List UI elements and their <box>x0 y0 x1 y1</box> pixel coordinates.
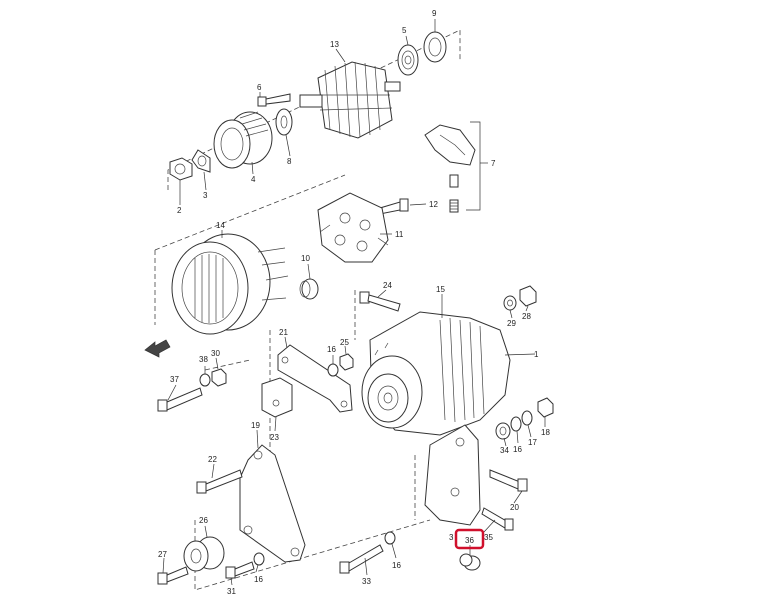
label-36: 36 <box>465 536 474 545</box>
part-7-regulator <box>424 124 476 213</box>
part-2-nut <box>169 157 193 181</box>
callout-labels: 1 2 3 4 5 6 7 8 9 10 11 12 13 14 15 16 1… <box>158 9 550 596</box>
front-direction-arrow-icon <box>144 339 171 358</box>
part-16-washer-b <box>510 416 522 432</box>
part-11-rectifier <box>317 192 389 263</box>
part-18-nut <box>537 397 554 418</box>
label-34: 34 <box>500 446 509 455</box>
part-17-washer <box>521 410 533 426</box>
part-10-bush <box>299 278 319 300</box>
part-21-bracket <box>277 344 353 413</box>
part-22-bolt <box>196 469 243 494</box>
part-16-washer-d <box>384 531 396 545</box>
part-9-seal <box>423 31 447 63</box>
label-14: 14 <box>216 221 225 230</box>
part-6-screw <box>257 93 291 107</box>
part-30-nut <box>211 368 227 387</box>
part-12-screw <box>379 198 409 215</box>
part-29-washer <box>503 295 517 311</box>
callout-bracket-7 <box>466 121 488 211</box>
label-29: 29 <box>507 319 516 328</box>
label-37: 37 <box>170 375 179 384</box>
label-2: 2 <box>177 206 182 215</box>
part-16-washer-c <box>253 552 265 566</box>
label-10: 10 <box>301 254 310 263</box>
label-28: 28 <box>522 312 531 321</box>
label-21: 21 <box>279 328 288 337</box>
part-27-bolt <box>157 566 189 585</box>
label-16-d: 16 <box>392 561 401 570</box>
label-17: 17 <box>528 438 537 447</box>
label-38: 38 <box>199 355 208 364</box>
part-34-spacer <box>495 422 511 440</box>
label-3-lower: 3 <box>449 533 454 542</box>
label-16-c: 16 <box>254 575 263 584</box>
part-5-bearing <box>397 44 419 76</box>
label-31: 31 <box>227 587 236 596</box>
part-31-bolt <box>225 561 255 579</box>
label-30: 30 <box>211 349 220 358</box>
label-27: 27 <box>158 550 167 559</box>
label-7: 7 <box>491 159 496 168</box>
label-18: 18 <box>541 428 550 437</box>
leader-lines <box>162 19 546 586</box>
part-26-roller <box>183 536 225 572</box>
label-35: 35 <box>484 533 493 542</box>
part-28-nut <box>519 285 537 307</box>
part-33-bolt <box>339 544 384 574</box>
label-24: 24 <box>383 281 392 290</box>
part-38-washer <box>199 373 211 387</box>
label-22: 22 <box>208 455 217 464</box>
label-20: 20 <box>510 503 519 512</box>
label-3: 3 <box>203 191 208 200</box>
label-15: 15 <box>436 285 445 294</box>
part-35-bolt <box>481 507 514 531</box>
label-8: 8 <box>287 157 292 166</box>
assembly-dash-lines <box>154 29 461 591</box>
label-16-b: 16 <box>513 445 522 454</box>
part-3-washer <box>191 149 211 173</box>
part-20-bolt <box>489 469 528 492</box>
label-25: 25 <box>340 338 349 347</box>
label-11: 11 <box>395 230 404 239</box>
label-33: 33 <box>362 577 371 586</box>
part-23-block <box>261 377 293 418</box>
part-16-washer-a <box>327 363 339 377</box>
label-16-a: 16 <box>327 345 336 354</box>
highlight-box-36 <box>454 528 485 550</box>
label-9: 9 <box>432 9 437 18</box>
part-19-bracket <box>239 444 306 563</box>
label-23: 23 <box>270 433 279 442</box>
part-8-washer <box>275 108 293 136</box>
part-37-bolt <box>157 387 203 412</box>
part-1-alternator-body <box>361 311 511 436</box>
part-13-rotor <box>299 61 401 139</box>
label-6: 6 <box>257 83 262 92</box>
part-36-bush <box>459 553 481 571</box>
label-4: 4 <box>251 175 256 184</box>
part-4-pulley <box>213 111 273 169</box>
label-13: 13 <box>330 40 339 49</box>
part-14-stator <box>171 233 289 335</box>
label-19: 19 <box>251 421 260 430</box>
part-24-bolt <box>359 291 401 312</box>
label-1: 1 <box>534 350 539 359</box>
label-12: 12 <box>429 200 438 209</box>
part-25-nut <box>339 353 354 371</box>
label-26: 26 <box>199 516 208 525</box>
label-5: 5 <box>402 26 407 35</box>
part-mount-bracket <box>424 424 481 526</box>
